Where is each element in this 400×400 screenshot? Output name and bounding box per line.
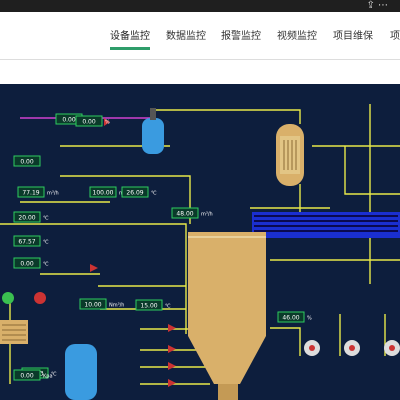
readout-unit: ℃ bbox=[43, 262, 49, 268]
readout-unit: % bbox=[105, 120, 110, 126]
readout-box bbox=[79, 298, 107, 310]
readout-unit: m³/h bbox=[47, 191, 59, 197]
readout-box bbox=[17, 186, 45, 198]
pipe bbox=[344, 146, 400, 195]
valve bbox=[168, 379, 176, 387]
readout-value: 0.00 bbox=[20, 159, 34, 166]
readouts: 0.00Kpa0.00%0.0077.19m³/h100.00m³/h26.09… bbox=[13, 113, 312, 381]
share-icon[interactable]: ⇪ ⋯ bbox=[366, 0, 388, 11]
readout-value: 15.00 bbox=[140, 303, 157, 310]
process-diagram: 0.00Kpa0.00%0.0077.19m³/h100.00m³/h26.09… bbox=[0, 104, 400, 400]
nav-divider bbox=[0, 59, 400, 60]
readout-value: 48.00 bbox=[176, 211, 193, 218]
readout-unit: ℃ bbox=[43, 240, 49, 246]
tab-video-monitor[interactable]: 视频监控 bbox=[277, 31, 317, 42]
readout-unit: ℃ bbox=[151, 191, 157, 197]
spacer bbox=[0, 60, 400, 84]
pipe bbox=[60, 175, 191, 224]
readout-value: 0.00 bbox=[20, 373, 34, 380]
reactor-tower bbox=[188, 232, 266, 400]
tab-more[interactable]: 项 bbox=[390, 31, 400, 42]
tab-project-maintenance[interactable]: 项目维保 bbox=[333, 31, 373, 42]
valve bbox=[104, 118, 110, 126]
storage-tank bbox=[65, 344, 97, 400]
pump bbox=[2, 292, 14, 304]
top-bar: ⇪ ⋯ bbox=[0, 0, 400, 12]
nav-tabs: 设备监控 数据监控 报警监控 视频监控 项目维保 项 bbox=[0, 12, 400, 60]
pipe bbox=[150, 109, 301, 124]
heat-exchanger bbox=[276, 124, 304, 186]
readout-box bbox=[135, 299, 163, 311]
valves bbox=[90, 118, 176, 387]
readout-box bbox=[121, 186, 149, 198]
readout-unit: m³/h bbox=[201, 212, 213, 218]
readout-unit: ℃ bbox=[165, 304, 171, 310]
readout-value: 0.00 bbox=[82, 119, 96, 126]
readout-unit: % bbox=[307, 316, 312, 322]
readout-unit: ℃ bbox=[43, 216, 49, 222]
tab-alarm-monitor[interactable]: 报警监控 bbox=[221, 31, 261, 42]
readout-box bbox=[277, 311, 305, 323]
readout-value: 26.09 bbox=[126, 190, 143, 197]
pump bbox=[34, 292, 46, 304]
readout-unit: Kpa bbox=[43, 374, 53, 380]
valve bbox=[168, 324, 176, 332]
readout-box bbox=[13, 211, 41, 223]
readout-box bbox=[13, 369, 41, 381]
pump-indicator bbox=[349, 345, 355, 351]
readout-box bbox=[13, 257, 41, 269]
flow-band bbox=[252, 212, 400, 238]
tab-data-monitor[interactable]: 数据监控 bbox=[166, 31, 206, 42]
valve bbox=[168, 362, 176, 370]
flow-band-line bbox=[254, 220, 398, 222]
flow-band-line bbox=[254, 215, 398, 217]
filter-tank bbox=[142, 108, 164, 154]
readout-unit: Nm³/h bbox=[109, 303, 124, 309]
readout-value: 100.00 bbox=[93, 190, 114, 197]
flow-band-line bbox=[254, 225, 398, 227]
readout-box bbox=[13, 155, 41, 167]
pipe bbox=[0, 223, 187, 334]
readout-box bbox=[75, 115, 103, 127]
tab-device-monitor[interactable]: 设备监控 bbox=[110, 27, 150, 50]
scada-panel: 0.00Kpa0.00%0.0077.19m³/h100.00m³/h26.09… bbox=[0, 84, 400, 400]
readout-value: 0.00 bbox=[62, 117, 76, 124]
readout-value: 67.57 bbox=[18, 239, 35, 246]
pump-indicator bbox=[309, 345, 315, 351]
readout-value: 77.19 bbox=[22, 190, 39, 197]
valve bbox=[168, 345, 176, 353]
readout-box bbox=[13, 235, 41, 247]
pump-indicator bbox=[389, 345, 395, 351]
readout-value: 0.00 bbox=[20, 261, 34, 268]
readout-value: 20.00 bbox=[18, 215, 35, 222]
valve bbox=[90, 264, 98, 272]
bottom-heater bbox=[0, 320, 28, 344]
pipe bbox=[270, 327, 301, 356]
readout-box bbox=[89, 186, 117, 198]
readout-box bbox=[171, 207, 199, 219]
readout-unit: ℃ bbox=[51, 372, 57, 378]
flow-band-line bbox=[254, 230, 398, 232]
pumps bbox=[2, 292, 400, 356]
readout-value: 46.00 bbox=[282, 315, 299, 322]
readout-value: 10.00 bbox=[84, 302, 101, 309]
